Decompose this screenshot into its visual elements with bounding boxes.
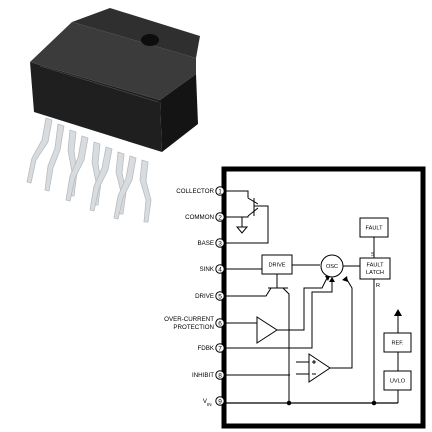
pin-6: 6 bbox=[215, 318, 225, 328]
power-transistor bbox=[224, 190, 269, 244]
package-body-top bbox=[30, 22, 196, 100]
pin-number: 6 bbox=[218, 320, 222, 327]
pin-number: 2 bbox=[218, 214, 222, 221]
pin-label-vin-subscript: IN bbox=[207, 402, 212, 407]
ref-block: REF. bbox=[383, 332, 412, 353]
package-body-front bbox=[30, 62, 162, 152]
pin-7: 7 bbox=[215, 343, 225, 353]
pin-labels: COLLECTOR COMMON BASE SINK DRIVE OVER-CU… bbox=[164, 188, 215, 407]
pin-label-overcurrent: OVER-CURRENT bbox=[164, 316, 214, 323]
pin-label-sink: SINK bbox=[200, 266, 215, 273]
pin-number: 7 bbox=[218, 345, 222, 352]
package-leads bbox=[26, 117, 152, 223]
mounting-hole bbox=[141, 34, 159, 46]
pin-1: 1 bbox=[215, 186, 225, 196]
inhibit-comparator bbox=[224, 276, 353, 383]
pin-label-fdbk: FDBK bbox=[197, 345, 214, 352]
pin-label-vin: V bbox=[203, 398, 208, 405]
pin-number: 8 bbox=[218, 372, 222, 379]
pin-number: 3 bbox=[218, 240, 222, 247]
inhibit-to-osc-wire bbox=[330, 277, 353, 369]
pin-9: 9 bbox=[215, 396, 225, 406]
pin-2: 2 bbox=[215, 212, 225, 222]
uvlo-block-label: UVLO bbox=[390, 379, 406, 385]
arrow-icon bbox=[342, 276, 348, 282]
pin-label-collector: COLLECTOR bbox=[176, 188, 214, 195]
pin-label-inhibit: INHIBIT bbox=[192, 372, 214, 379]
package-edge bbox=[39, 65, 159, 103]
pin-markers: 1 2 3 4 5 6 7 8 9 bbox=[215, 186, 225, 406]
pin-number: 5 bbox=[218, 293, 222, 300]
latch-s-label: S bbox=[371, 252, 375, 258]
pin-label-common: COMMON bbox=[185, 214, 214, 221]
junction-dot bbox=[371, 400, 377, 406]
package-tab bbox=[72, 8, 200, 58]
drive-block: DRIVE bbox=[261, 254, 293, 275]
pin-label-drive: DRIVE bbox=[195, 293, 214, 300]
pin-number: 4 bbox=[218, 266, 222, 273]
arrow-up-icon bbox=[394, 309, 402, 316]
drive-block-label: DRIVE bbox=[268, 263, 285, 269]
junction-dot bbox=[286, 400, 292, 406]
overcurrent-comparator bbox=[224, 275, 330, 344]
package-body-side bbox=[160, 74, 198, 152]
fdbk-wire bbox=[224, 278, 333, 349]
latch-r-label: R bbox=[376, 283, 380, 289]
osc-block: OSC bbox=[320, 254, 344, 278]
ic-package-photo bbox=[26, 8, 200, 223]
pin-label-base: BASE bbox=[197, 240, 214, 247]
osc-block-label: OSC bbox=[326, 264, 338, 270]
fault-latch-block: FAULT LATCH bbox=[359, 257, 391, 280]
pin-4: 4 bbox=[215, 264, 225, 274]
arrow-icon bbox=[329, 277, 335, 282]
ref-block-label: REF. bbox=[391, 341, 404, 347]
arrow-icon bbox=[325, 276, 330, 281]
uvlo-block: UVLO bbox=[383, 370, 412, 391]
drive-transistor bbox=[224, 274, 290, 403]
fault-latch-label-1: FAULT bbox=[367, 263, 385, 269]
pin-5: 5 bbox=[215, 291, 225, 301]
pin-label-protection: PROTECTION bbox=[173, 324, 214, 331]
pin-8: 8 bbox=[215, 370, 225, 380]
pin-number: 1 bbox=[218, 188, 222, 195]
block-diagram: COLLECTOR COMMON BASE SINK DRIVE OVER-CU… bbox=[164, 166, 426, 429]
pin-3: 3 bbox=[215, 238, 225, 248]
fault-output-block: FAULT bbox=[359, 217, 389, 238]
pin-number: 9 bbox=[218, 398, 222, 405]
fault-latch-label-2: LATCH bbox=[366, 270, 384, 276]
fault-output-label: FAULT bbox=[366, 226, 384, 232]
overcurrent-to-osc-wire bbox=[277, 275, 329, 331]
